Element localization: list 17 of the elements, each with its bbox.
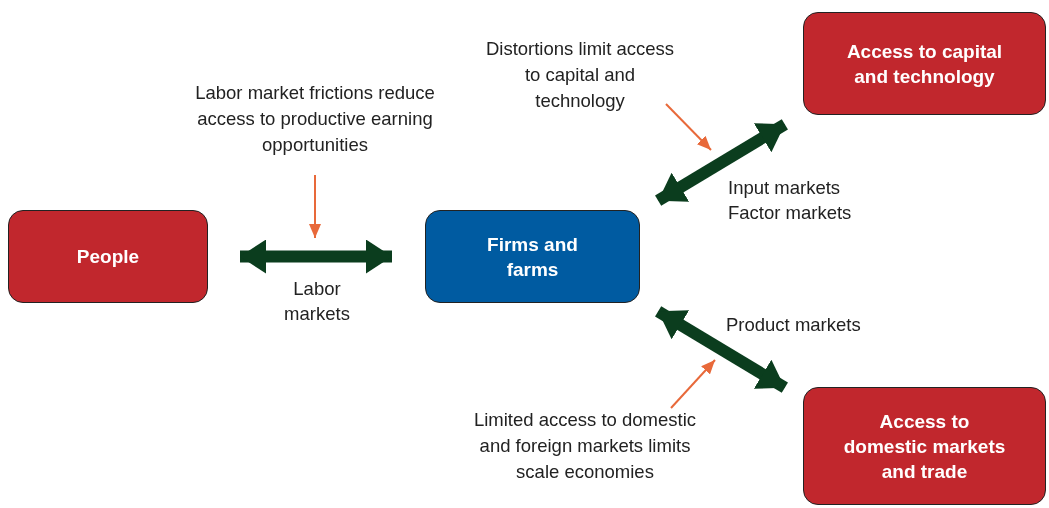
rounded-box [425,210,640,303]
double-arrow [655,119,788,206]
rounded-box [803,387,1046,505]
rounded-box [803,12,1046,115]
double-arrow [655,306,788,393]
annotation-text: Distortions limit access to capital and technology [480,35,680,115]
rounded-box [8,210,208,303]
annotation-text: Labor market frictions reduce access to productive earning opportunities [195,66,435,171]
annotation-text: Limited access to domestic and foreign markets limits scale economies [465,394,705,498]
leader-arrow [309,174,321,239]
box-label: Access to domestic markets and trade [842,409,1007,484]
leader-arrow [670,359,716,409]
box-label: Access to capital and technology [845,39,1004,89]
box-label: People [76,245,140,269]
leader-arrow [665,103,712,151]
box-label: Firms and farms [486,232,579,282]
double-arrow [240,239,392,274]
